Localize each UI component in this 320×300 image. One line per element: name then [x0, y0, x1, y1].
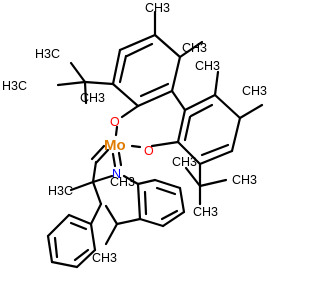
ch3-label: CH3 [193, 205, 218, 219]
ch3-label: CH3 [92, 251, 117, 265]
nitrogen-label: N [112, 167, 121, 181]
molecule-structure-diagram: CH3 CH3 CH3 H3C H3C CH3 CH3 CH3 CH3 CH3 … [2, 1, 267, 269]
ch3-label: CH3 [195, 59, 220, 73]
ch3-label: CH3 [172, 155, 197, 169]
h3c-label: H3C [48, 184, 73, 198]
ch3-label: CH3 [242, 84, 267, 98]
ch3-label: CH3 [232, 173, 257, 187]
h3c-label: H3C [35, 47, 60, 61]
oxygen-label: O [144, 144, 154, 158]
ch3-label: CH3 [110, 175, 135, 189]
ch3-label: CH3 [182, 41, 207, 55]
oxygen-label: O [110, 115, 120, 129]
atom-labels: CH3 CH3 CH3 H3C H3C CH3 CH3 CH3 CH3 CH3 … [2, 1, 267, 265]
ch3-label: CH3 [145, 1, 170, 15]
h3c-label: H3C [2, 79, 27, 93]
molybdenum-label: Mo [104, 137, 126, 154]
ch3-label: CH3 [80, 91, 105, 105]
bond-lines [46, 10, 264, 269]
